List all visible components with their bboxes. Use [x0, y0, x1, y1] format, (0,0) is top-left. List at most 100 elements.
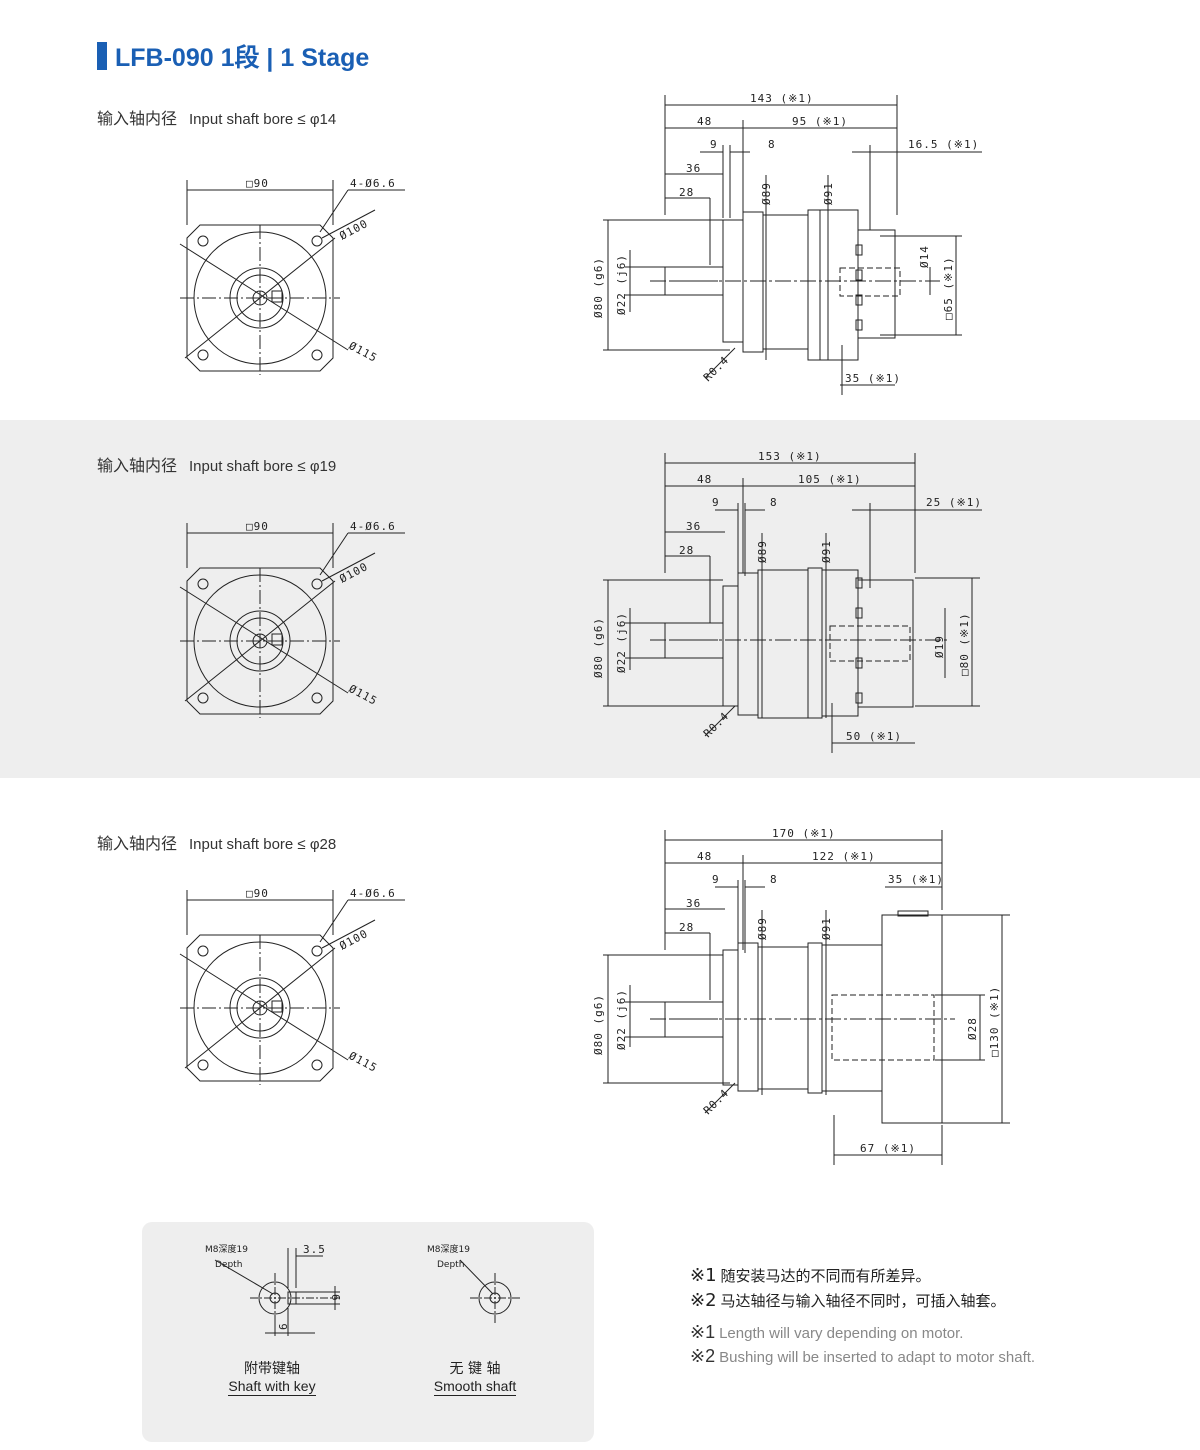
- note-cn-1-text: 随安装马达的不同而有所差异。: [720, 1267, 931, 1285]
- shaft-options-panel: [142, 1222, 594, 1442]
- dim-body: 95 (※1): [792, 115, 848, 128]
- dim-36: 36: [686, 520, 701, 533]
- dim-dia80: Ø80 (g6): [592, 617, 605, 678]
- keyed-tap-en: Depth: [215, 1260, 242, 1270]
- dim-dia80: Ø80 (g6): [592, 994, 605, 1055]
- dim-48: 48: [697, 850, 712, 863]
- bore-label-cn: 输入轴内径: [97, 456, 178, 475]
- dim-total: 143 (※1): [750, 92, 814, 105]
- front-view-1: □90 4-Ø6.6 Ø100 Ø115: [179, 177, 405, 375]
- dim-28: 28: [679, 544, 694, 557]
- dim-dia89: Ø89: [756, 540, 769, 563]
- bore-label-en: Input shaft bore ≤ φ14: [189, 111, 337, 128]
- dim-dia80: Ø80 (g6): [592, 257, 605, 318]
- note-en-2-mark: ※2: [690, 1346, 716, 1366]
- dim-dia91: Ø91: [822, 182, 835, 205]
- dim-radius: R0.4: [701, 353, 732, 384]
- front-diag-label: Ø115: [347, 1049, 380, 1075]
- dim-radius: R0.4: [701, 1086, 732, 1117]
- bore-label-en: Input shaft bore ≤ φ28: [189, 836, 337, 853]
- keyed-shaft-diagram: M8深度19 Depth 3.5 6 6: [205, 1243, 342, 1336]
- dim-8: 8: [770, 496, 778, 509]
- dim-flange: 25 (※1): [926, 496, 982, 509]
- front-view-3: □90 4-Ø6.6 Ø100 Ø115: [179, 887, 405, 1085]
- front-square-label: □90: [246, 520, 269, 533]
- smooth-shaft-diagram: M8深度19 Depth: [427, 1243, 520, 1323]
- front-holes-label: 4-Ø6.6: [350, 887, 396, 900]
- dim-9: 9: [710, 138, 718, 151]
- dim-dia89: Ø89: [756, 917, 769, 940]
- front-square-label: □90: [246, 887, 269, 900]
- front-diag-label: Ø115: [347, 682, 380, 708]
- section-2-background: [0, 420, 1200, 778]
- dim-36: 36: [686, 897, 701, 910]
- page-title: LFB-090 1段 | 1 Stage: [97, 40, 369, 72]
- dim-motor: □130 (※1): [988, 986, 1001, 1057]
- dim-bottom: 35 (※1): [845, 372, 901, 385]
- note-en-1-text: Length will vary depending on motor.: [719, 1325, 964, 1342]
- side-view-2: 153 (※1) 48 105 (※1) 9 8 36 28 25 (※1) Ø…: [592, 450, 982, 753]
- title-accent-bar: [97, 42, 107, 70]
- front-square-label: □90: [246, 177, 269, 190]
- dim-bore: Ø14: [918, 245, 931, 268]
- keyed-label-en: Shaft with key: [228, 1378, 316, 1396]
- dim-motor: □80 (※1): [958, 612, 971, 676]
- page-title-text: LFB-090 1段 | 1 Stage: [115, 44, 370, 72]
- smooth-tap-en: Depth: [437, 1260, 464, 1270]
- dim-dia22: Ø22 (j6): [615, 989, 628, 1050]
- keyed-width: 3.5: [303, 1243, 326, 1256]
- front-holes-label: 4-Ø6.6: [350, 520, 396, 533]
- note-cn-1-mark: ※1: [690, 1265, 717, 1286]
- dim-48: 48: [697, 473, 712, 486]
- dim-flange: 16.5 (※1): [908, 138, 979, 151]
- keyed-shaft-caption: 附带键轴 Shaft with key: [212, 1358, 332, 1396]
- dim-28: 28: [679, 921, 694, 934]
- dim-motor: □65 (※1): [942, 256, 955, 320]
- note-en-1-mark: ※1: [690, 1322, 716, 1342]
- dim-dia91: Ø91: [820, 540, 833, 563]
- dim-9: 9: [712, 873, 720, 886]
- side-view-1: 143 (※1) 48 95 (※1) 9 8 36 28 16.5 (※1) …: [592, 92, 982, 395]
- smooth-shaft-caption: 无 键 轴 Smooth shaft: [415, 1358, 535, 1396]
- front-diag-label: Ø115: [347, 339, 380, 365]
- keyed-bottom: 6: [277, 1322, 290, 1330]
- note-cn-2-text: 马达轴径与输入轴径不同时，可插入轴套。: [720, 1292, 1006, 1310]
- dim-dia89: Ø89: [760, 182, 773, 205]
- dim-28: 28: [679, 186, 694, 199]
- dim-8: 8: [770, 873, 778, 886]
- smooth-label-en: Smooth shaft: [433, 1378, 517, 1396]
- bore-label-2: 输入轴内径 Input shaft bore ≤ φ19: [97, 452, 336, 476]
- dim-body: 105 (※1): [798, 473, 862, 486]
- dim-36: 36: [686, 162, 701, 175]
- bore-label-1: 输入轴内径 Input shaft bore ≤ φ14: [97, 105, 336, 129]
- bore-label-3: 输入轴内径 Input shaft bore ≤ φ28: [97, 830, 336, 854]
- dim-dia91: Ø91: [820, 917, 833, 940]
- dim-bore: Ø19: [933, 635, 946, 658]
- dim-bottom: 50 (※1): [846, 730, 902, 743]
- note-cn-2-mark: ※2: [690, 1290, 717, 1311]
- bore-label-cn: 输入轴内径: [97, 109, 178, 128]
- dim-48: 48: [697, 115, 712, 128]
- front-holes-label: 4-Ø6.6: [350, 177, 396, 190]
- front-view-2: □90 4-Ø6.6 Ø100 Ø115: [179, 520, 405, 718]
- dim-flange: 35 (※1): [888, 873, 944, 886]
- bore-label-cn: 输入轴内径: [97, 834, 178, 853]
- dim-bottom: 67 (※1): [860, 1142, 916, 1155]
- dim-bore: Ø28: [966, 1017, 979, 1040]
- dim-8: 8: [768, 138, 776, 151]
- note-en-2-text: Bushing will be inserted to adapt to mot…: [719, 1349, 1036, 1366]
- dim-total: 170 (※1): [772, 827, 836, 840]
- dim-body: 122 (※1): [812, 850, 876, 863]
- smooth-tap-label: M8深度19: [427, 1243, 470, 1255]
- bore-label-en: Input shaft bore ≤ φ19: [189, 458, 337, 475]
- dim-9: 9: [712, 496, 720, 509]
- smooth-label-cn: 无 键 轴: [449, 1361, 501, 1377]
- dim-dia22: Ø22 (j6): [615, 612, 628, 673]
- keyed-label-cn: 附带键轴: [244, 1361, 300, 1377]
- side-view-3: 170 (※1) 48 122 (※1) 9 8 36 28 35 (※1) Ø…: [592, 827, 1010, 1165]
- keyed-height: 6: [329, 1294, 342, 1302]
